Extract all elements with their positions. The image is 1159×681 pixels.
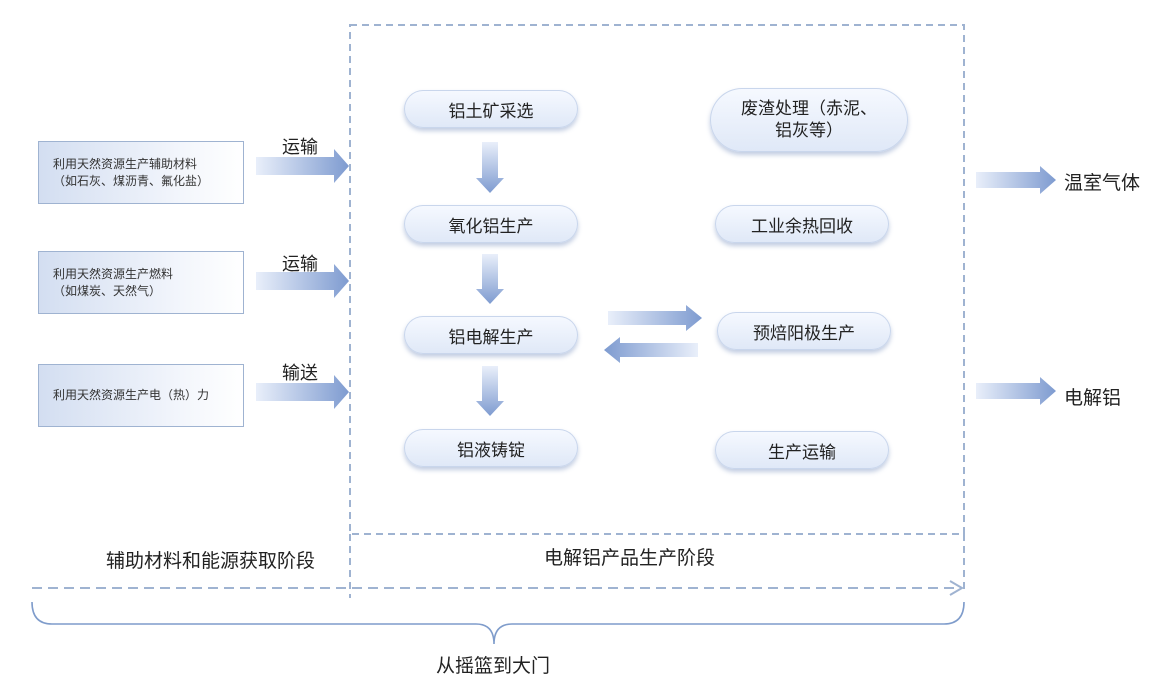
input-box-line: （如煤炭、天然气） bbox=[53, 283, 162, 298]
process-heat-recovery: 工业余热回收 bbox=[715, 205, 889, 243]
input-box-fuel: 利用天然资源生产燃料 （如煤炭、天然气） bbox=[38, 251, 244, 314]
arrow-from-anode bbox=[604, 337, 698, 363]
arrow-to-anode bbox=[608, 305, 702, 331]
arrow-label-transport-1: 运输 bbox=[282, 137, 318, 158]
waste-treatment-line: 废渣处理（赤泥、 bbox=[741, 99, 877, 119]
process-waste-treatment: 废渣处理（赤泥、 铝灰等） bbox=[710, 88, 908, 152]
stage-label-production: 电解铝产品生产阶段 bbox=[544, 547, 716, 569]
process-electrolysis: 铝电解生产 bbox=[404, 316, 578, 354]
arrow-label-delivery: 输送 bbox=[282, 363, 318, 384]
output-greenhouse-gas: 温室气体 bbox=[1064, 172, 1141, 194]
waste-treatment-line: 铝灰等） bbox=[775, 121, 843, 141]
input-box-electricity: 利用天然资源生产电（热）力 bbox=[38, 364, 244, 427]
input-box-auxiliary-materials: 利用天然资源生产辅助材料 （如石灰、煤沥青、氟化盐） bbox=[38, 141, 244, 204]
stage-label-materials-energy: 辅助材料和能源获取阶段 bbox=[106, 550, 316, 572]
flow-arrow-1 bbox=[476, 142, 504, 193]
process-bauxite-mining: 铝土矿采选 bbox=[404, 90, 578, 128]
process-transport: 生产运输 bbox=[715, 431, 889, 469]
process-alumina-production: 氧化铝生产 bbox=[404, 205, 578, 243]
input-box-line: 利用天然资源生产电（热）力 bbox=[53, 388, 210, 402]
input-box-line: 利用天然资源生产辅助材料 bbox=[53, 156, 198, 171]
process-ingot-casting: 铝液铸锭 bbox=[404, 429, 578, 467]
output-arrow-aluminum bbox=[976, 377, 1056, 405]
input-box-line: 利用天然资源生产燃料 bbox=[53, 266, 174, 281]
scope-brace bbox=[31, 601, 965, 645]
timeline-arrow-head bbox=[949, 580, 964, 596]
production-stage-boundary bbox=[349, 24, 965, 535]
input-arrow-2 bbox=[256, 264, 349, 298]
input-box-line: （如石灰、煤沥青、氟化盐） bbox=[53, 173, 210, 188]
arrow-label-transport-2: 运输 bbox=[282, 254, 318, 275]
process-anode-production: 预焙阳极生产 bbox=[717, 312, 891, 350]
flow-arrow-3 bbox=[476, 366, 504, 416]
scope-label-cradle-to-gate: 从摇篮到大门 bbox=[436, 655, 551, 677]
input-arrow-3 bbox=[256, 375, 349, 409]
flow-arrow-2 bbox=[476, 254, 504, 304]
input-arrow-1 bbox=[256, 149, 349, 183]
output-electrolytic-aluminum: 电解铝 bbox=[1064, 387, 1122, 409]
output-arrow-ghg bbox=[976, 166, 1056, 194]
